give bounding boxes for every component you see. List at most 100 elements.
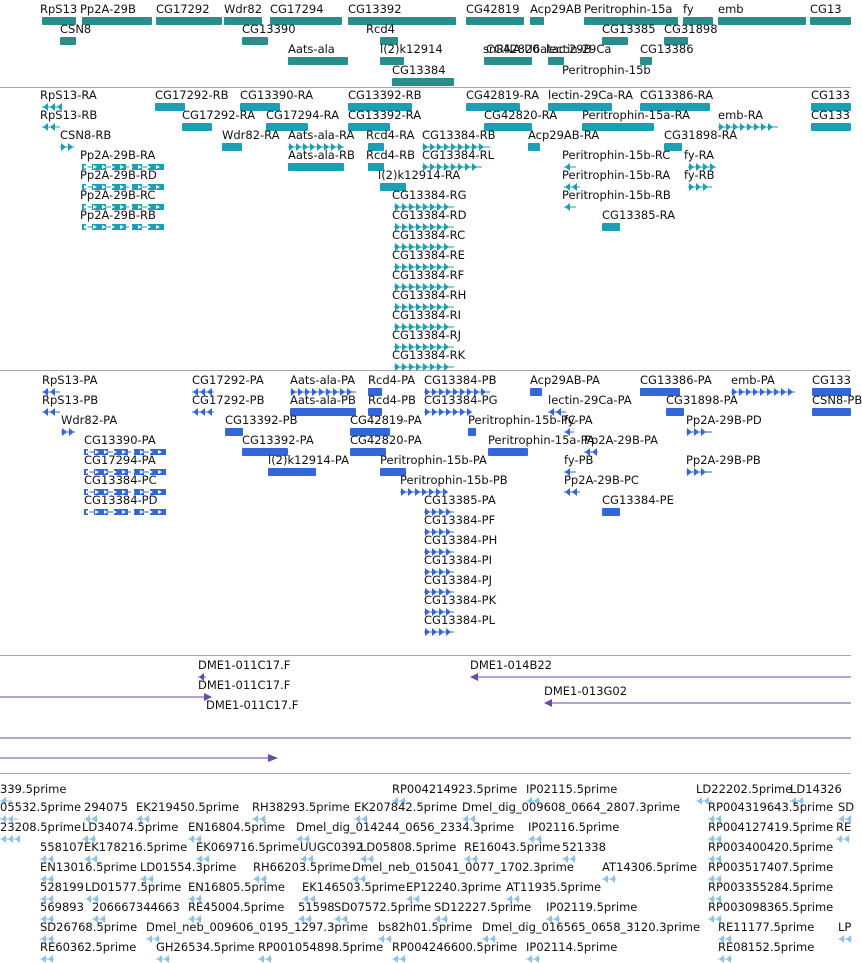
protein-feature-glyph[interactable] bbox=[424, 608, 454, 616]
mrna-feature-glyph[interactable] bbox=[394, 203, 454, 211]
est-feature-glyph[interactable] bbox=[0, 835, 20, 843]
est-feature-glyph[interactable] bbox=[40, 915, 54, 923]
gene-feature-glyph[interactable] bbox=[664, 37, 688, 45]
protein-feature-glyph[interactable] bbox=[424, 548, 454, 556]
clone-feature[interactable] bbox=[0, 734, 851, 742]
gene-feature-glyph[interactable] bbox=[810, 17, 851, 25]
est-feature-glyph[interactable] bbox=[360, 855, 374, 863]
est-feature-glyph[interactable] bbox=[708, 875, 722, 883]
protein-feature-glyph[interactable] bbox=[225, 428, 243, 436]
est-feature-glyph[interactable] bbox=[562, 855, 576, 863]
protein-feature-glyph[interactable] bbox=[564, 428, 574, 436]
protein-feature-glyph[interactable] bbox=[424, 588, 454, 596]
protein-feature-glyph[interactable] bbox=[290, 408, 356, 416]
est-feature-glyph[interactable] bbox=[40, 935, 54, 943]
est-feature-glyph[interactable] bbox=[708, 835, 722, 843]
gene-feature-glyph[interactable] bbox=[584, 17, 678, 25]
gene-feature-glyph[interactable] bbox=[530, 17, 544, 25]
est-feature-glyph[interactable] bbox=[718, 955, 732, 963]
mrna-feature-glyph[interactable] bbox=[82, 183, 164, 191]
est-feature-glyph[interactable] bbox=[482, 935, 496, 943]
gene-feature-glyph[interactable] bbox=[548, 57, 564, 65]
gene-feature-glyph[interactable] bbox=[718, 17, 806, 25]
mrna-feature-glyph[interactable] bbox=[240, 103, 280, 111]
est-feature-glyph[interactable] bbox=[196, 855, 210, 863]
est-feature-glyph[interactable] bbox=[146, 935, 160, 943]
mrna-feature-glyph[interactable] bbox=[564, 203, 576, 211]
protein-feature-glyph[interactable] bbox=[424, 628, 454, 636]
protein-feature-glyph[interactable] bbox=[812, 408, 851, 416]
est-feature-glyph[interactable] bbox=[334, 915, 348, 923]
est-feature-glyph[interactable] bbox=[302, 895, 316, 903]
protein-feature-glyph[interactable] bbox=[602, 508, 620, 516]
est-feature-glyph[interactable] bbox=[0, 815, 18, 823]
clone-feature[interactable] bbox=[470, 673, 851, 681]
gene-feature-glyph[interactable] bbox=[348, 17, 456, 25]
mrna-feature-glyph[interactable] bbox=[42, 103, 62, 111]
mrna-feature-glyph[interactable] bbox=[564, 163, 576, 171]
mrna-feature-glyph[interactable] bbox=[688, 163, 716, 171]
protein-feature-glyph[interactable] bbox=[242, 448, 288, 456]
est-feature-glyph[interactable] bbox=[546, 915, 560, 923]
protein-feature-glyph[interactable] bbox=[61, 428, 75, 436]
est-feature-glyph[interactable] bbox=[140, 875, 154, 883]
est-feature-glyph[interactable] bbox=[836, 835, 850, 843]
gene-feature-glyph[interactable] bbox=[60, 37, 76, 45]
protein-feature-glyph[interactable] bbox=[350, 428, 390, 436]
protein-feature-glyph[interactable] bbox=[400, 488, 448, 496]
clone-feature[interactable] bbox=[544, 699, 851, 707]
protein-feature-glyph[interactable] bbox=[640, 388, 680, 396]
protein-feature-glyph[interactable] bbox=[84, 488, 166, 496]
protein-feature-glyph[interactable] bbox=[192, 388, 214, 396]
est-feature-glyph[interactable] bbox=[528, 835, 542, 843]
est-feature-glyph[interactable] bbox=[696, 797, 712, 805]
est-feature-glyph[interactable] bbox=[188, 835, 202, 843]
gene-feature-glyph[interactable] bbox=[224, 17, 262, 25]
mrna-feature-glyph[interactable] bbox=[718, 123, 778, 131]
est-feature-glyph[interactable] bbox=[526, 797, 540, 805]
protein-feature-glyph[interactable] bbox=[666, 408, 684, 416]
protein-feature-glyph[interactable] bbox=[290, 388, 356, 396]
est-feature-glyph[interactable] bbox=[258, 955, 272, 963]
est-feature-glyph[interactable] bbox=[708, 895, 722, 903]
est-feature-glyph[interactable] bbox=[40, 875, 54, 883]
protein-feature-glyph[interactable] bbox=[424, 408, 472, 416]
est-feature-glyph[interactable] bbox=[40, 855, 54, 863]
mrna-feature-glyph[interactable] bbox=[394, 283, 454, 291]
mrna-feature-glyph[interactable] bbox=[266, 123, 308, 131]
gene-feature-glyph[interactable] bbox=[242, 37, 268, 45]
mrna-feature-glyph[interactable] bbox=[348, 103, 412, 111]
mrna-feature-glyph[interactable] bbox=[60, 143, 74, 151]
mrna-feature-glyph[interactable] bbox=[222, 143, 242, 151]
gene-feature-glyph[interactable] bbox=[486, 57, 532, 65]
est-feature-glyph[interactable] bbox=[708, 855, 722, 863]
gene-feature-glyph[interactable] bbox=[156, 17, 222, 25]
mrna-feature-glyph[interactable] bbox=[394, 363, 454, 371]
gene-feature-glyph[interactable] bbox=[270, 17, 342, 25]
est-feature-glyph[interactable] bbox=[82, 835, 96, 843]
protein-feature-glyph[interactable] bbox=[42, 408, 60, 416]
est-feature-glyph[interactable] bbox=[790, 797, 804, 805]
mrna-feature-glyph[interactable] bbox=[640, 103, 710, 111]
protein-feature-glyph[interactable] bbox=[548, 408, 566, 416]
mrna-feature-glyph[interactable] bbox=[288, 163, 344, 171]
mrna-feature-glyph[interactable] bbox=[564, 183, 580, 191]
est-feature-glyph[interactable] bbox=[84, 855, 98, 863]
mrna-feature-glyph[interactable] bbox=[548, 103, 612, 111]
mrna-feature-glyph[interactable] bbox=[82, 203, 164, 211]
protein-feature-glyph[interactable] bbox=[84, 448, 166, 456]
mrna-feature-glyph[interactable] bbox=[288, 143, 344, 151]
protein-feature-glyph[interactable] bbox=[584, 448, 598, 456]
est-feature-glyph[interactable] bbox=[253, 875, 267, 883]
est-feature-glyph[interactable] bbox=[526, 955, 540, 963]
mrna-feature-glyph[interactable] bbox=[82, 163, 164, 171]
est-feature-glyph[interactable] bbox=[434, 915, 448, 923]
est-feature-glyph[interactable] bbox=[506, 895, 520, 903]
est-feature-glyph[interactable] bbox=[300, 855, 314, 863]
protein-feature-glyph[interactable] bbox=[424, 528, 454, 536]
est-feature-glyph[interactable] bbox=[718, 935, 732, 943]
gene-feature-glyph[interactable] bbox=[466, 17, 524, 25]
est-feature-glyph[interactable] bbox=[378, 935, 392, 943]
protein-feature-glyph[interactable] bbox=[380, 468, 406, 476]
est-feature-glyph[interactable] bbox=[352, 875, 366, 883]
